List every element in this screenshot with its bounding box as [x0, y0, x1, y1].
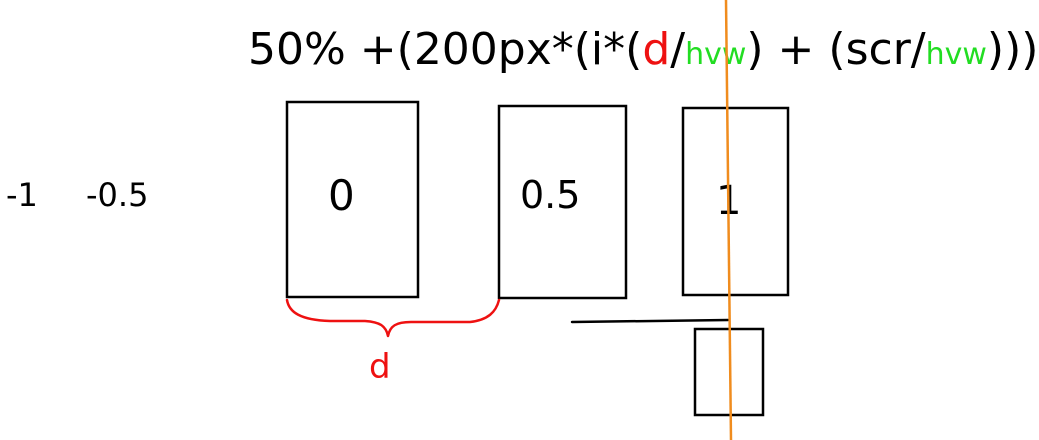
formula-slash: /	[670, 24, 685, 75]
formula-prefix: 50% +(200px*(i*(	[248, 24, 642, 75]
label-neg-one: -1	[6, 176, 38, 214]
formula-hvw-1: hvw	[685, 37, 746, 72]
center-line	[724, 0, 733, 440]
box-zero	[285, 100, 420, 299]
box-zero-label: 0	[328, 171, 355, 220]
brace-label: d	[369, 347, 391, 387]
box-one	[681, 106, 790, 297]
formula-d: d	[642, 24, 670, 75]
box-half-label: 0.5	[520, 173, 580, 217]
distance-brace	[285, 298, 501, 338]
formula-hvw-2: hvw	[926, 37, 987, 72]
box-half	[497, 104, 628, 300]
formula-middle: ) + (scr/	[746, 24, 925, 75]
formula-text: 50% +(200px*(i*(d/hvw) + (scr/hvw)))	[248, 24, 1038, 75]
label-neg-half: -0.5	[86, 176, 148, 214]
scroll-line	[570, 318, 730, 324]
formula-suffix: )))	[987, 24, 1039, 75]
